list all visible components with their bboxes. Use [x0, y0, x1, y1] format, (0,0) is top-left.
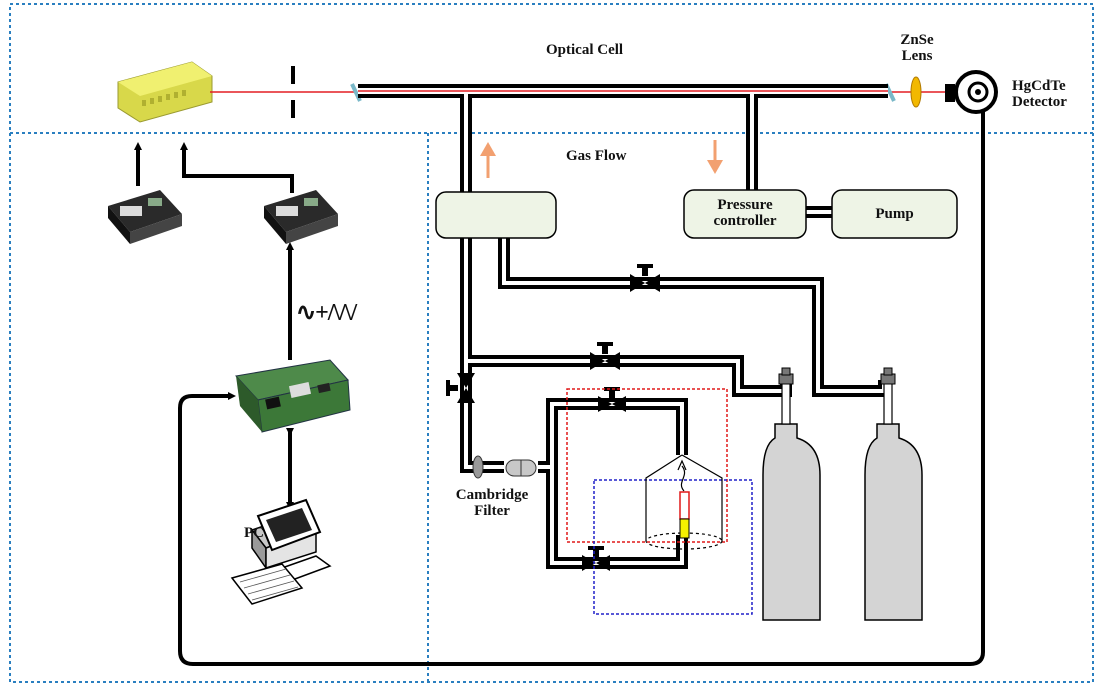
laser-driver-box: [108, 190, 182, 244]
valve: [446, 373, 475, 403]
znse-lens-label-line2: Lens: [901, 48, 933, 64]
flow-arrow-up: [480, 142, 496, 178]
cigarette: [679, 491, 690, 539]
cell-window-left: [350, 83, 362, 102]
laser-module: [117, 61, 213, 123]
blue-dotted-region: [593, 479, 753, 615]
lens-icon: [910, 76, 922, 108]
cambridge-filter-icon: [472, 455, 537, 479]
daq-card: [235, 359, 351, 433]
flow-arrow-down: [707, 140, 723, 174]
pc-workstation: [230, 498, 332, 605]
detector-icon: [945, 70, 998, 114]
red-dotted-region: [566, 388, 728, 543]
znse-lens-label-line1: ZnSe: [900, 32, 934, 48]
control-arrows: [134, 110, 985, 666]
pump-label: Pump: [875, 206, 914, 222]
pc-label: PC: [244, 525, 264, 541]
pressure-controller-line1: Pressure: [717, 197, 773, 213]
cambridge-filter-label: Cambridge Filter: [436, 487, 548, 519]
optical-cell-label: Optical Cell: [546, 42, 624, 58]
signal-label: ∿+/\/\/: [296, 300, 357, 326]
pressure-controller-line2: controller: [713, 213, 777, 229]
laser-driver-box: [264, 190, 338, 244]
detector-label-line1: HgCdTe: [1012, 78, 1066, 94]
mixing-box: [435, 191, 557, 239]
pressure-controller-box: [683, 189, 807, 239]
pressure-controller-label: Pressure controller: [684, 197, 806, 229]
cambridge-filter-line2: Filter: [474, 503, 510, 519]
optical-cell-tube: [358, 84, 888, 98]
gas-cylinder: [762, 367, 821, 621]
gas-cylinder: [864, 367, 923, 621]
cambridge-filter-line1: Cambridge: [455, 487, 529, 503]
section-borders: [9, 3, 1094, 683]
detector-label: HgCdTe Detector: [1012, 78, 1067, 110]
valve: [630, 264, 660, 292]
znse-lens-label: ZnSe Lens: [893, 32, 941, 64]
gas-flow-label: Gas Flow: [566, 148, 627, 164]
smoking-chamber: [645, 454, 723, 550]
valve: [582, 546, 610, 571]
valve: [590, 342, 620, 370]
pump-box: [831, 189, 958, 239]
detector-label-line2: Detector: [1012, 94, 1067, 110]
